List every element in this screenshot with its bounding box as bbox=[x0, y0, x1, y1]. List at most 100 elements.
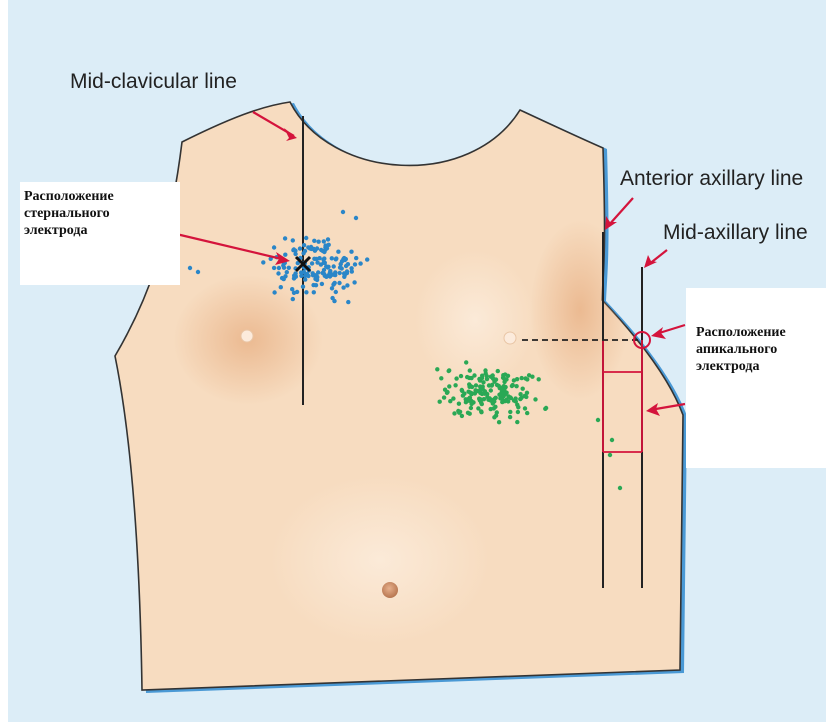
electrode-dot bbox=[497, 384, 501, 388]
electrode-dot bbox=[503, 385, 507, 389]
electrode-dot bbox=[608, 453, 612, 457]
electrode-dot bbox=[495, 410, 499, 414]
electrode-dot bbox=[514, 384, 518, 388]
electrode-dot bbox=[464, 400, 468, 404]
electrode-dot bbox=[349, 250, 353, 254]
electrode-dot bbox=[350, 269, 354, 273]
electrode-dot bbox=[479, 400, 483, 404]
electrode-dot bbox=[322, 272, 326, 276]
electrode-dot bbox=[188, 266, 192, 270]
electrode-dot bbox=[283, 253, 287, 257]
electrode-dot bbox=[354, 256, 358, 260]
electrode-dot bbox=[494, 377, 498, 381]
electrode-dot bbox=[298, 246, 302, 250]
electrode-dot bbox=[610, 438, 614, 442]
electrode-dot bbox=[346, 300, 350, 304]
electrode-dot bbox=[439, 376, 443, 380]
electrode-dot bbox=[302, 243, 306, 247]
label-mid-clavicular-line: Mid-clavicular line bbox=[70, 70, 237, 94]
electrode-dot bbox=[285, 270, 289, 274]
electrode-dot bbox=[525, 391, 529, 395]
electrode-dot bbox=[503, 372, 507, 376]
electrode-dot bbox=[489, 388, 493, 392]
electrode-dot bbox=[310, 261, 314, 265]
electrode-dot bbox=[314, 283, 318, 287]
sternal-label-line-3: электрода bbox=[24, 222, 176, 239]
electrode-dot bbox=[475, 389, 479, 393]
electrode-dot bbox=[331, 282, 335, 286]
electrode-dot bbox=[510, 384, 514, 388]
electrode-dot bbox=[291, 238, 295, 242]
electrode-dot bbox=[277, 266, 281, 270]
electrode-dot bbox=[537, 377, 541, 381]
electrode-dot bbox=[469, 376, 473, 380]
electrode-dot bbox=[470, 385, 474, 389]
electrode-dot bbox=[515, 377, 519, 381]
electrode-dot bbox=[283, 236, 287, 240]
electrode-dot bbox=[524, 395, 528, 399]
electrode-dot bbox=[453, 383, 457, 387]
electrode-dot bbox=[326, 237, 330, 241]
label-anterior-axillary-line: Anterior axillary line bbox=[620, 167, 803, 191]
electrode-dot bbox=[464, 360, 468, 364]
electrode-dot bbox=[468, 368, 472, 372]
electrode-dot bbox=[503, 392, 507, 396]
electrode-dot bbox=[272, 266, 276, 270]
electrode-dot bbox=[293, 252, 297, 256]
electrode-dot bbox=[282, 266, 286, 270]
electrode-dot bbox=[305, 272, 309, 276]
electrode-dot bbox=[322, 239, 326, 243]
electrode-dot bbox=[518, 397, 522, 401]
electrode-dot bbox=[523, 406, 527, 410]
apical-label-line-2: апикального bbox=[696, 341, 822, 358]
electrode-dot bbox=[334, 290, 338, 294]
electrode-dot bbox=[283, 274, 287, 278]
electrode-dot bbox=[279, 285, 283, 289]
navel bbox=[382, 582, 398, 598]
electrode-dot bbox=[352, 280, 356, 284]
electrode-dot bbox=[521, 387, 525, 391]
electrode-dot bbox=[516, 410, 520, 414]
electrode-dot bbox=[479, 409, 483, 413]
electrode-dot bbox=[354, 216, 358, 220]
electrode-dot bbox=[500, 400, 504, 404]
electrode-dot bbox=[477, 377, 481, 381]
electrode-dot bbox=[314, 257, 318, 261]
electrode-dot bbox=[303, 249, 307, 253]
electrode-dot bbox=[452, 411, 456, 415]
electrode-dot bbox=[312, 239, 316, 243]
electrode-dot bbox=[454, 376, 458, 380]
label-mid-axillary-line: Mid-axillary line bbox=[663, 221, 808, 245]
electrode-dot bbox=[196, 270, 200, 274]
electrode-dot bbox=[497, 420, 501, 424]
electrode-dot bbox=[291, 297, 295, 301]
electrode-dot bbox=[442, 395, 446, 399]
electrode-dot bbox=[353, 262, 357, 266]
electrode-dot bbox=[618, 486, 622, 490]
electrode-dot bbox=[485, 377, 489, 381]
electrode-dot bbox=[527, 373, 531, 377]
electrode-dot bbox=[443, 388, 447, 392]
electrode-dot bbox=[447, 368, 451, 372]
electrode-dot bbox=[525, 411, 529, 415]
electrode-dot bbox=[336, 250, 340, 254]
electrode-dot bbox=[471, 400, 475, 404]
sternal-label-line-1: Расположение bbox=[24, 188, 176, 205]
electrode-dot bbox=[316, 240, 320, 244]
electrode-dot bbox=[342, 275, 346, 279]
apical-label-line-3: электрода bbox=[696, 358, 822, 375]
electrode-dot bbox=[470, 391, 474, 395]
electrode-dot bbox=[483, 389, 487, 393]
electrode-dot bbox=[518, 392, 522, 396]
electrode-dot bbox=[358, 261, 362, 265]
electrode-dot bbox=[345, 283, 349, 287]
electrode-dot bbox=[596, 418, 600, 422]
electrode-dot bbox=[515, 420, 519, 424]
electrode-dot bbox=[340, 266, 344, 270]
electrode-dot bbox=[312, 290, 316, 294]
electrode-dot bbox=[346, 262, 350, 266]
electrode-dot bbox=[492, 415, 496, 419]
electrode-dot bbox=[299, 274, 303, 278]
electrode-dot bbox=[365, 257, 369, 261]
electrode-dot bbox=[505, 398, 509, 402]
